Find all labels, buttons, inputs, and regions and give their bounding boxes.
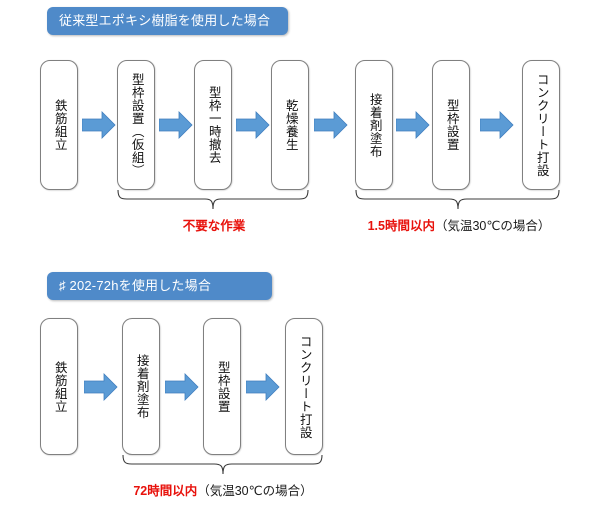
right-block-arrow-icon [82,110,116,140]
process-box-label: コンクリート打設 [534,73,549,177]
right-block-arrow-icon [165,372,199,402]
process-box-label: 接着剤塗布 [134,354,149,419]
process-box[interactable]: 鉄筋組立 [40,318,78,455]
process-box[interactable]: 型枠設置（仮組） [117,60,155,190]
process-box[interactable]: 接着剤塗布 [355,60,393,190]
annotation-accent-text: 72時間以内 [133,484,198,498]
process-box-label: 型枠設置 [215,360,230,413]
right-block-arrow-icon [84,372,118,402]
curly-brace-icon [122,455,323,475]
process-box[interactable]: 型枠設置 [432,60,470,190]
annotation-time-limit: 72時間以内（気温30℃の場合） [133,480,312,499]
process-box-label: 接着剤塗布 [367,92,382,158]
section-header-product-202-72h: ♯ 202-72hを使用した場合 [47,272,272,300]
right-block-arrow-icon [159,110,193,140]
right-block-arrow-icon [246,372,280,402]
annotation-plain-text: （気温30℃の場合） [434,219,551,233]
curly-brace-icon [355,190,560,210]
process-box-label: 鉄筋組立 [52,99,67,151]
annotation-time-limit: 1.5時間以内（気温30℃の場合） [368,215,551,234]
curly-brace-icon [117,190,309,210]
process-box-label: 型枠設置 [444,99,459,151]
process-box-label: 鉄筋組立 [52,360,67,413]
right-block-arrow-icon [314,110,348,140]
process-box[interactable]: コンクリート打設 [522,60,560,190]
section-header-legacy-epoxy: 従来型エポキシ樹脂を使用した場合 [47,7,288,35]
right-block-arrow-icon [396,110,430,140]
annotation-plain-text: （気温30℃の場合） [197,484,313,498]
process-box-label: 型枠一時撤去 [206,86,221,164]
process-box[interactable]: 型枠一時撤去 [194,60,232,190]
process-box[interactable]: 型枠設置 [203,318,241,455]
process-box-label: コンクリート打設 [297,334,312,439]
process-box[interactable]: コンクリート打設 [285,318,323,455]
process-box[interactable]: 鉄筋組立 [40,60,78,190]
annotation-accent-text: 不要な作業 [182,219,246,233]
right-block-arrow-icon [480,110,514,140]
annotation-accent-text: 1.5時間以内 [367,219,435,233]
annotation-unnecessary-work: 不要な作業 [183,215,246,234]
right-block-arrow-icon [236,110,270,140]
process-box[interactable]: 接着剤塗布 [122,318,160,455]
process-box-label: 型枠設置（仮組） [129,73,144,177]
process-box-label: 乾燥養生 [283,99,298,151]
process-box[interactable]: 乾燥養生 [271,60,309,190]
